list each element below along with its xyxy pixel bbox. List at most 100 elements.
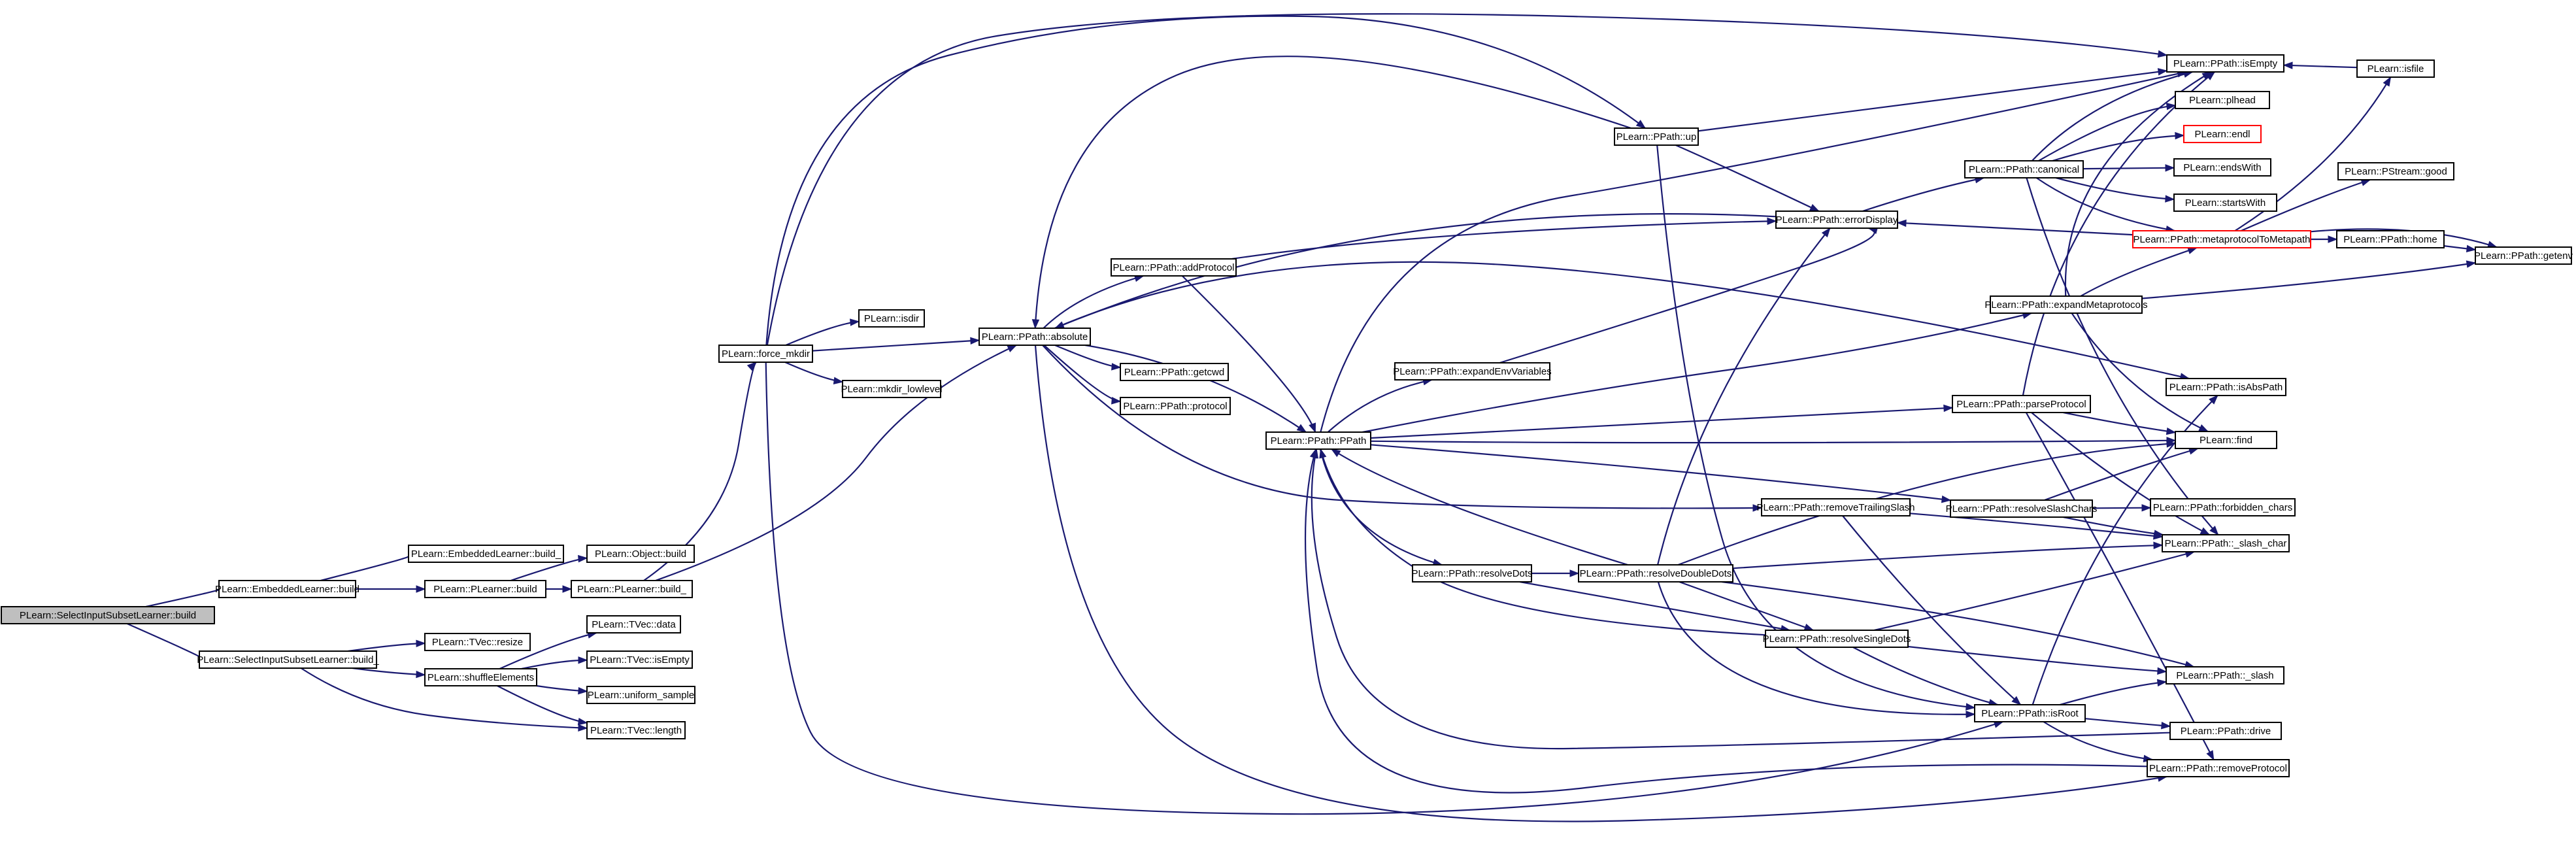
call-edge-resolveslash-to-forbidden [2092,507,2151,509]
arrowhead-icon [1569,569,1580,577]
graph-node-plhead[interactable]: PLearn::plhead [2175,91,2270,109]
graph-node-endswith[interactable]: PLearn::endsWith [2173,158,2271,177]
graph-node-metaproto[interactable]: PLearn::PPath::metaprotocolToMetapath [2132,230,2311,248]
node-box [2166,54,2284,73]
node-box [1,606,215,624]
graph-node-isempty[interactable]: PLearn::PPath::isEmpty [2166,54,2284,73]
graph-node-forbidden[interactable]: PLearn::PPath::forbidden_chars [2150,498,2296,516]
graph-node-tvec-data[interactable]: PLearn::TVec::data [586,615,681,633]
graph-node-getcwd[interactable]: PLearn::PPath::getcwd [1120,363,1229,381]
graph-node-resolvedoubledots[interactable]: PLearn::PPath::resolveDoubleDots [1578,564,1733,582]
arrowhead-icon [1111,363,1122,371]
graph-node-obj-build[interactable]: PLearn::Object::build [586,545,695,563]
graph-node-pl-build[interactable]: PLearn::PLearner::build [424,580,546,598]
graph-node-home[interactable]: PLearn::PPath::home [2336,230,2445,248]
call-edge-parseprotocol-to-slashchar [2031,412,2210,535]
graph-node-pl-build-[interactable]: PLearn::PLearner::build_ [571,580,693,598]
graph-node-slash[interactable]: PLearn::PPath::_slash [2166,666,2284,684]
arrowhead-icon [1319,448,1327,459]
graph-node-isabspath[interactable]: PLearn::PPath::isAbsPath [2166,378,2286,396]
call-edge-expandmeta-to-getenv [2141,262,2476,299]
call-edge-removetrailing-to-isroot [1842,515,2021,705]
graph-node-endl[interactable]: PLearn::endl [2183,125,2262,143]
arrowhead-icon [850,318,860,326]
graph-node-sis-build-[interactable]: PLearn::SelectInputSubsetLearner::build_ [197,650,379,669]
graph-node-parseprotocol[interactable]: PLearn::PPath::parseProtocol [1952,395,2091,413]
graph-node-removeprotocol[interactable]: PLearn::PPath::removeProtocol [2147,759,2290,777]
node-label: PLearn::PPath::getcwd [1124,367,1224,378]
node-box [858,309,925,328]
graph-node-tvec-isempty[interactable]: PLearn::TVec::isEmpty [586,650,693,669]
call-edge-canonical-to-endswith [2083,167,2175,170]
graph-node-canonical[interactable]: PLearn::PPath::canonical [1964,160,2084,178]
arrowhead-icon [1635,120,1647,129]
graph-node-isfile[interactable]: PLearn::isfile [2356,59,2435,78]
graph-node-pstream-good[interactable]: PLearn::PStream::good [2337,162,2454,180]
arrowhead-icon [2166,440,2177,448]
graph-node-getenv[interactable]: PLearn::PPath::getenv [2474,246,2573,265]
arrowhead-icon [1809,204,1820,212]
arrowhead-icon [2206,750,2215,761]
node-label: PLearn::PPath::addProtocol [1113,262,1235,273]
graph-node-expandenv[interactable]: PLearn::PPath::expandEnvVariables [1393,362,1552,380]
graph-node-resolveslash[interactable]: PLearn::PPath::resolveSlashChars [1946,499,2098,518]
graph-node-startswith[interactable]: PLearn::startsWith [2173,194,2277,212]
graph-node-uniform[interactable]: PLearn::uniform_sample [586,686,695,704]
node-label: PLearn::PPath::_slash_char [2165,538,2287,549]
arrowhead-icon [1330,448,1341,458]
graph-node-removetrailing[interactable]: PLearn::PPath::removeTrailingSlash [1756,498,1915,516]
node-label: PLearn::shuffleElements [427,672,534,683]
arrowhead-icon [416,585,426,593]
node-label: PLearn::isdir [864,313,919,324]
call-edge-absolute-to-addprotocol [1043,275,1144,329]
graph-node-shuffle[interactable]: PLearn::shuffleElements [424,668,537,686]
graph-node-mkdir-low[interactable]: PLearn::mkdir_lowlevel [841,380,943,398]
graph-node-find[interactable]: PLearn::find [2175,431,2277,449]
graph-node-root[interactable]: PLearn::SelectInputSubsetLearner::build [1,606,215,624]
graph-node-addprotocol[interactable]: PLearn::PPath::addProtocol [1111,258,1237,277]
arrowhead-icon [1941,495,1952,503]
arrowhead-icon [2466,260,2477,268]
call-edge-canonical-to-startswith [2055,177,2175,200]
graph-node-ppath[interactable]: PLearn::PPath::PPath [1265,431,1371,450]
arrowhead-icon [1054,321,1065,329]
graph-node-up[interactable]: PLearn::PPath::up [1614,127,1699,146]
arrowhead-icon [578,724,588,732]
graph-node-expandmeta[interactable]: PLearn::PPath::expandMetaprotocols [1984,295,2148,314]
arrowhead-icon [1943,404,1954,413]
graph-node-resolvesingledots[interactable]: PLearn::PPath::resolveSingleDots [1763,630,1911,648]
node-label: PLearn::PPath::_slash [2176,670,2273,681]
graph-node-errordisplay[interactable]: PLearn::PPath::errorDisplay [1775,211,1898,229]
node-box [1265,431,1371,450]
graph-node-absolute[interactable]: PLearn::PPath::absolute [979,328,1091,346]
graph-node-isroot[interactable]: PLearn::PPath::isRoot [1974,704,2086,722]
call-edge-up-to-isroot [1656,144,1975,709]
graph-node-slashchar[interactable]: PLearn::PPath::_slash_char [2162,534,2290,552]
node-label: PLearn::PPath::absolute [982,331,1088,343]
arrowhead-icon [1309,422,1316,433]
node-box [1578,564,1733,582]
graph-node-resolvedots[interactable]: PLearn::PPath::resolveDots [1411,564,1533,582]
graph-node-tvec-resize[interactable]: PLearn::TVec::resize [424,633,531,651]
node-label: PLearn::PPath::resolveSlashChars [1946,503,2098,515]
graph-node-drive[interactable]: PLearn::PPath::drive [2169,722,2282,740]
call-edge-isfile-to-isempty [2283,64,2358,69]
node-label: PLearn::mkdir_lowlevel [841,384,942,395]
call-edge-up-to-absolute [1034,56,1631,329]
graph-node-embbuild[interactable]: PLearn::EmbeddedLearner::build [215,580,360,598]
node-label: PLearn::startsWith [2185,197,2266,209]
graph-node-force-mkdir[interactable]: PLearn::force_mkdir [718,345,813,363]
node-box [842,380,941,398]
graph-node-isdir[interactable]: PLearn::isdir [858,309,925,328]
call-edge-isroot-to-slash [2059,681,2167,706]
node-label: PLearn::endsWith [2183,162,2261,173]
node-box [571,580,693,598]
node-label: PLearn::TVec::length [590,725,682,736]
graph-node-protocol[interactable]: PLearn::PPath::protocol [1120,397,1231,415]
node-box [424,580,546,598]
call-edge-resolvedoubledots-to-slashchar [1732,544,2163,569]
call-edge-force_mkdir-to-isdir [785,320,860,346]
graph-node-emb-build-[interactable]: PLearn::EmbeddedLearner::build_ [408,545,564,563]
graph-node-tvec-length[interactable]: PLearn::TVec::length [586,721,686,739]
node-label: PLearn::PPath::expandMetaprotocols [1984,299,2147,311]
